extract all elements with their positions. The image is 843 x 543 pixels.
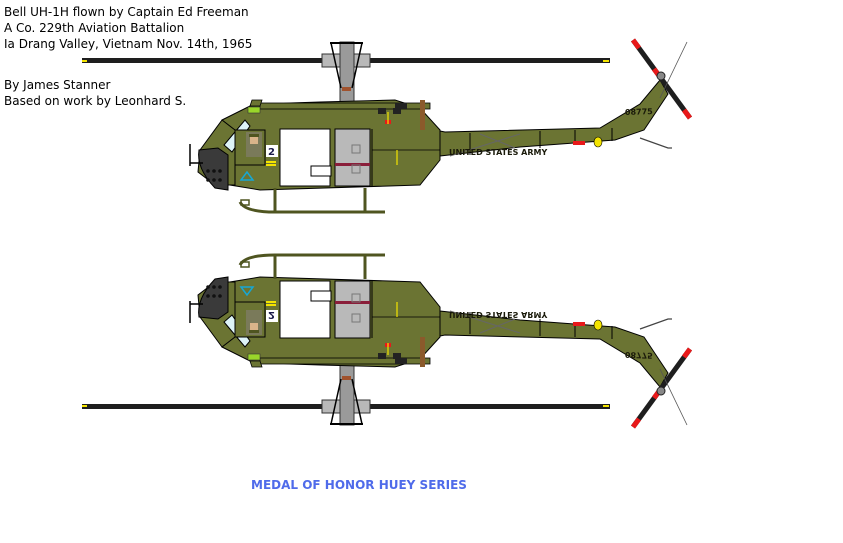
credit-based-on: Based on work by Leonhard S. [4, 94, 187, 108]
helicopter-right-profile-mirrored [82, 255, 690, 427]
credit-author: By James Stanner [4, 78, 111, 92]
caption-location-line: Ia Drang Valley, Vietnam Nov. 14th, 1965 [4, 37, 253, 51]
artist-credits: By James Stanner Based on work by Leonha… [4, 77, 186, 109]
series-title: MEDAL OF HONOR HUEY SERIES [251, 478, 467, 492]
caption-aircraft-line: Bell UH-1H flown by Captain Ed Freeman [4, 5, 249, 19]
helicopter-left-profile [82, 40, 690, 212]
aircraft-caption: Bell UH-1H flown by Captain Ed Freeman A… [4, 4, 252, 52]
caption-unit-line: A Co. 229th Aviation Battalion [4, 21, 185, 35]
